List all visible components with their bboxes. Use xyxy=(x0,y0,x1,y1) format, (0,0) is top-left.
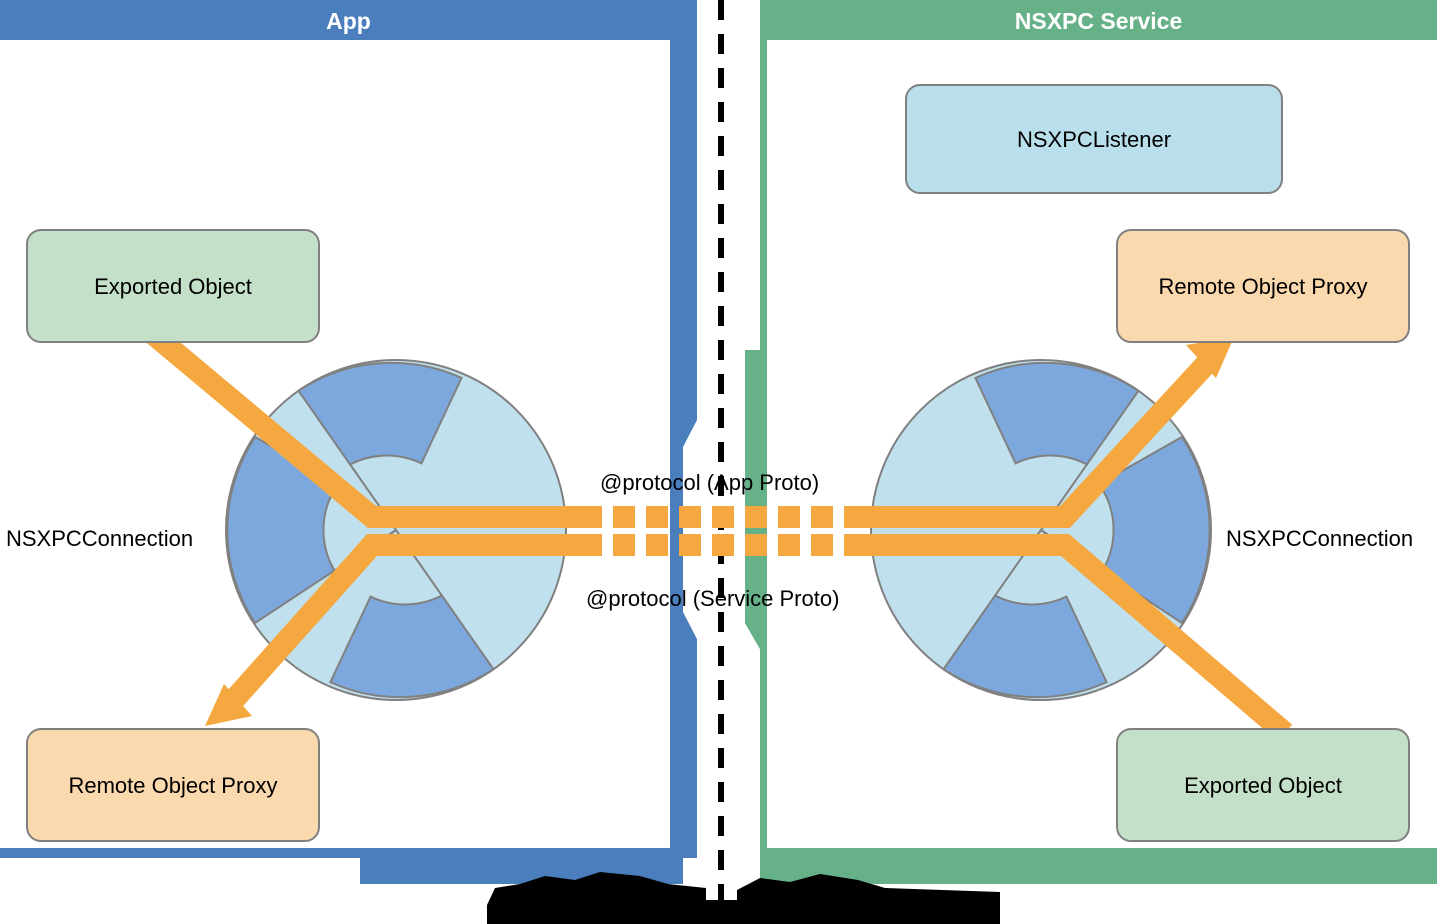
service-panel-title: NSXPC Service xyxy=(1014,8,1183,34)
box-nsxpclistener[interactable] xyxy=(905,84,1283,194)
box-nsxpclistener-label: NSXPCListener xyxy=(1016,127,1172,152)
box-app-remote-object-proxy[interactable] xyxy=(26,728,320,842)
arrowhead-right-up xyxy=(1186,337,1234,378)
bottom-cropped-text-artifact xyxy=(487,872,1000,924)
box-app-exported-object-label: Exported Object xyxy=(94,274,252,299)
message-flow-arrows xyxy=(144,324,1293,742)
box-service-remote-object-proxy-label: Remote Object Proxy xyxy=(1158,274,1368,299)
label-service-proto: @protocol (Service Proto) xyxy=(586,586,840,611)
box-service-remote-object-proxy[interactable] xyxy=(1116,229,1410,343)
box-service-exported-object[interactable] xyxy=(1116,728,1410,842)
service-bottom-strip xyxy=(760,858,1437,884)
label-nsxpcconnection-right: NSXPCConnection xyxy=(1226,526,1414,551)
box-app-remote-object-proxy-label: Remote Object Proxy xyxy=(68,773,278,798)
label-app-proto: @protocol (App Proto) xyxy=(600,470,820,495)
label-nsxpcconnection-left: NSXPCConnection xyxy=(6,526,194,551)
app-panel-title: App xyxy=(326,8,371,34)
box-service-exported-object-label: Exported Object xyxy=(1184,773,1342,798)
arrowhead-left-down xyxy=(205,684,252,726)
box-app-exported-object[interactable] xyxy=(26,229,320,343)
